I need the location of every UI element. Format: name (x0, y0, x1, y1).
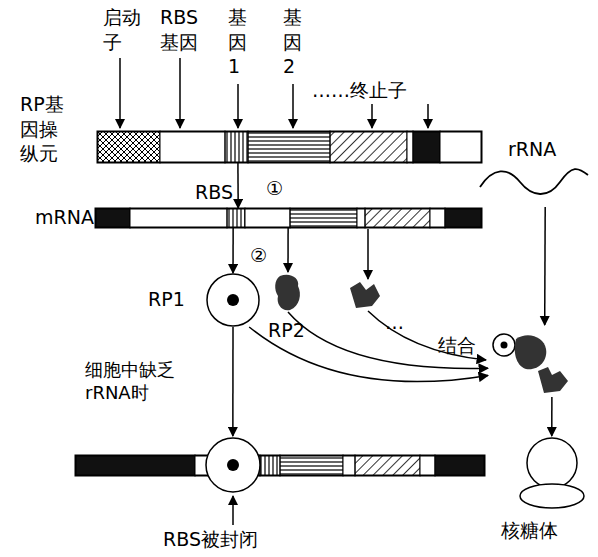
node-label: 核糖体 (501, 518, 558, 543)
ribosome-outline (515, 436, 590, 512)
illustration-part (96, 209, 482, 228)
illustration-part (493, 334, 515, 356)
edge-label: ① (266, 176, 283, 201)
illustration-part (76, 456, 485, 476)
part-label: 基因1 (228, 5, 248, 79)
leader-arrow (237, 84, 239, 128)
connector-arrow (232, 327, 234, 436)
illustration-part (430, 208, 445, 228)
protein-circle-outline (206, 273, 260, 327)
illustration-part (95, 208, 482, 228)
leader-arrow (371, 104, 373, 128)
binding-complex-outline (488, 325, 578, 397)
ribosome: 核糖体 (515, 436, 590, 512)
leader-arrow (232, 496, 234, 525)
illustration-part (98, 132, 482, 163)
leader-arrow (119, 58, 121, 128)
illustration-part (280, 455, 343, 476)
illustration-part (515, 335, 547, 369)
connector-arrow (232, 228, 234, 273)
illustration-part (420, 455, 435, 476)
binding-arrow (368, 311, 486, 360)
translation-arrow (367, 229, 369, 279)
illustration-part (130, 208, 227, 228)
blocked-mrna-outline (75, 436, 485, 492)
illustration-part (520, 484, 584, 508)
node-label: rRNA (508, 137, 556, 162)
protein-shape (350, 282, 380, 308)
illustration-part (357, 208, 365, 228)
node-label: RP2 (268, 318, 305, 343)
illustration-part (407, 131, 413, 163)
illustration-part (227, 459, 239, 471)
illustration-part (75, 455, 195, 476)
illustration-part (440, 131, 482, 163)
illustration-part (260, 455, 280, 476)
illustration-part (355, 455, 420, 476)
operon-bar-outline (97, 131, 482, 163)
node-label: 结合 (438, 333, 476, 358)
illustration-part (95, 208, 130, 228)
mrna-bar: mRNA (95, 208, 482, 228)
leader-arrow (292, 84, 294, 128)
connector-arrow (287, 228, 289, 272)
illustration-part (206, 438, 260, 492)
rrna-strand: rRNA (478, 137, 590, 207)
illustration-part (225, 131, 248, 163)
illustration-part (290, 208, 357, 228)
illustration-part (413, 131, 440, 163)
illustration-part (245, 208, 290, 228)
node-label: RP基因操纵元 (20, 92, 68, 166)
part-label: 基因2 (283, 5, 303, 79)
illustration-part (75, 455, 485, 476)
connector-arrow (249, 327, 488, 382)
illustration-part (227, 294, 239, 306)
illustration-part (248, 131, 330, 163)
illustration-part (97, 131, 160, 163)
connector-arrow (288, 312, 488, 368)
illustration-part (330, 131, 407, 163)
illustration-part (227, 208, 245, 228)
blocked-mrna: RBS被封闭 (75, 436, 485, 492)
illustration-part (445, 208, 482, 228)
part-label: … (385, 310, 404, 335)
illustration-part (207, 274, 259, 326)
operon-bar: RP基因操纵元 (97, 131, 482, 163)
binding-complex: 结合 (488, 325, 578, 397)
illustration-part (275, 275, 300, 311)
node-label: mRNA (35, 205, 94, 230)
illustration-part (538, 367, 568, 393)
leader-arrow (427, 104, 429, 128)
illustration-part (97, 131, 482, 163)
leader-arrow (179, 58, 181, 128)
connector-arrow (237, 163, 239, 208)
protein-circle: RP1 (206, 273, 260, 327)
illustration-part (343, 455, 355, 476)
part-label: 启动子 (103, 5, 143, 54)
illustration-part (160, 131, 225, 163)
part-label: RBS (195, 180, 233, 205)
illustration-part (480, 169, 588, 194)
edge-label: ② (250, 243, 267, 268)
part-label: ……终止子 (312, 78, 407, 103)
edge-label: 细胞中缺乏 rRNA时 (85, 358, 181, 405)
connector-arrow (551, 397, 553, 436)
protein-shape-outline (272, 272, 304, 312)
mrna-bar-outline (95, 208, 482, 228)
node-label: RBS被封闭 (163, 527, 258, 552)
protein-shape: RP2 (272, 272, 304, 312)
connector-arrow (544, 207, 546, 325)
illustration-part (501, 342, 508, 349)
illustration-part (365, 208, 430, 228)
illustration-part (527, 438, 577, 488)
illustration-part (435, 455, 485, 476)
part-label: RBS基因 (160, 5, 204, 54)
node-label: RP1 (148, 287, 185, 312)
